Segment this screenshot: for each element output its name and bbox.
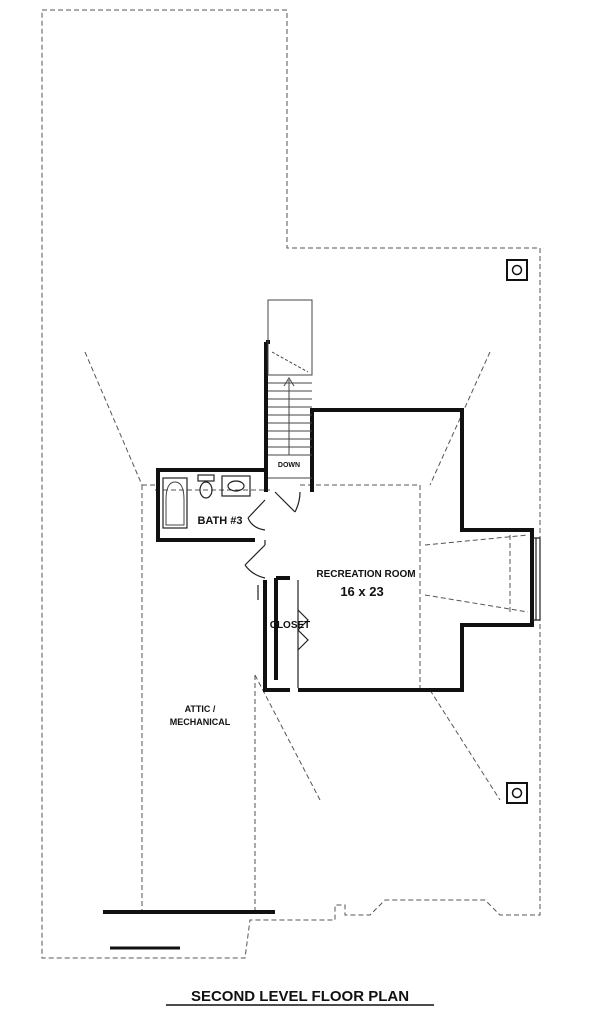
bathtub-inner (165, 481, 185, 526)
closet-label: CLOSET (270, 620, 311, 631)
vanity (221, 475, 251, 497)
column-symbol-upper (506, 259, 528, 281)
recreation-room-size: 16 x 23 (340, 584, 383, 599)
bath-door-swing (247, 499, 266, 531)
closet-wall (274, 576, 290, 680)
toilet-bowl (199, 481, 213, 499)
stair-direction-label: DOWN (278, 462, 300, 469)
toilet-tank (197, 474, 215, 482)
attic-label-line1: ATTIC / (185, 704, 216, 714)
stair-door-swing (274, 491, 301, 513)
stair-treads (268, 351, 312, 479)
plan-title: SECOND LEVEL FLOOR PLAN (191, 988, 409, 1005)
closet-bifold-door (297, 580, 309, 688)
recreation-room-wall-lower-left (263, 580, 290, 692)
stair-outline-upper (267, 299, 313, 376)
recreation-doorway (257, 540, 266, 600)
sink (227, 480, 245, 492)
hall-door-swing (244, 544, 266, 579)
attic-boundary (141, 484, 256, 915)
bay-window (532, 537, 541, 621)
bathtub (162, 477, 188, 529)
roof-outline (41, 9, 541, 959)
bath-wall (156, 468, 266, 542)
attic-label-line2: MECHANICAL (170, 717, 231, 727)
recreation-room-label: RECREATION ROOM (316, 569, 415, 580)
recreation-room-wall (298, 408, 534, 692)
bath-label: BATH #3 (197, 515, 242, 527)
column-symbol-lower (506, 782, 528, 804)
